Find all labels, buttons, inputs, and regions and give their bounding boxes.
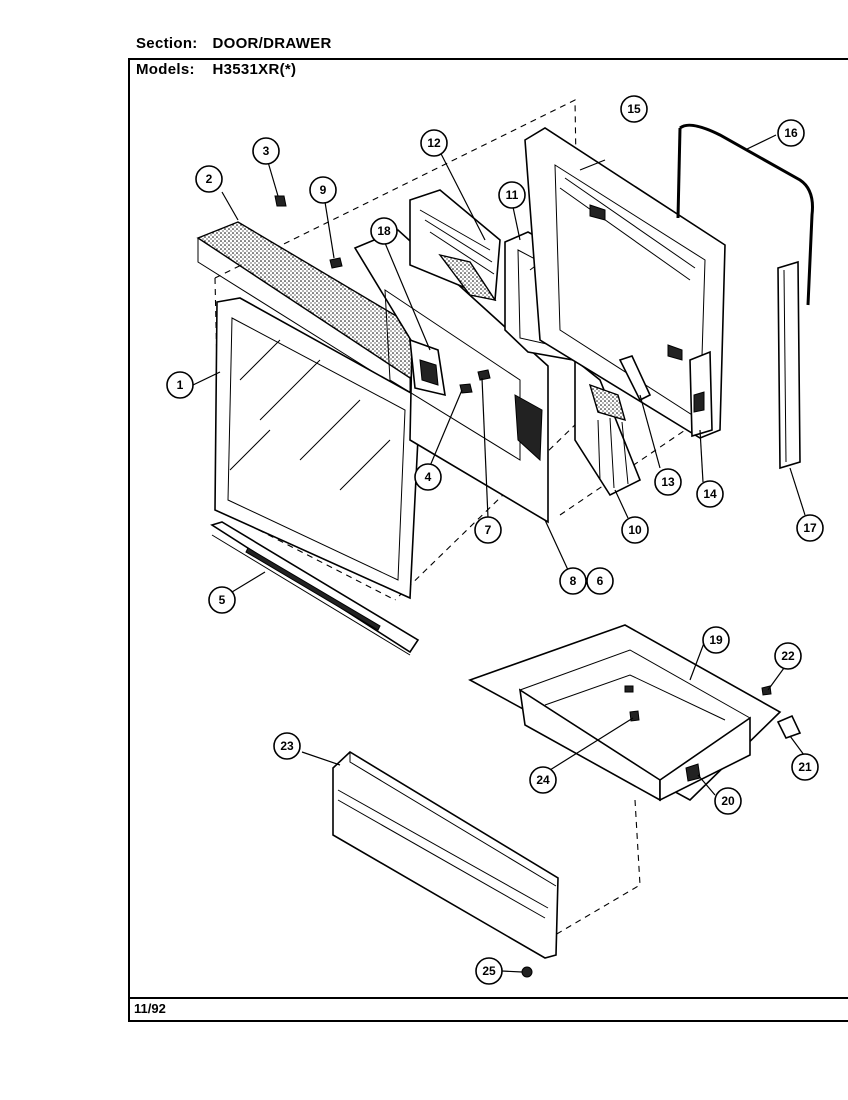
callout-24-number: 24 — [536, 773, 550, 787]
callout-3-number: 3 — [263, 144, 270, 158]
callout-16-number: 16 — [784, 126, 798, 140]
section-value: DOOR/DRAWER — [212, 35, 332, 52]
callout-23: 23 — [273, 732, 301, 760]
callout-13: 13 — [654, 468, 682, 496]
callout-14-number: 14 — [703, 487, 717, 501]
callout-4-number: 4 — [425, 470, 432, 484]
footer-divider — [128, 997, 848, 999]
callout-4: 4 — [414, 463, 442, 491]
callout-21: 21 — [791, 753, 819, 781]
callout-22-number: 22 — [781, 649, 795, 663]
callout-15: 15 — [620, 95, 648, 123]
callout-5: 5 — [208, 586, 236, 614]
outer-door-glass — [214, 297, 421, 600]
callout-22: 22 — [774, 642, 802, 670]
door-gasket-frame — [524, 127, 726, 439]
callout-12: 12 — [420, 129, 448, 157]
models-value: H3531XR(*) — [212, 61, 297, 78]
callout-1: 1 — [166, 371, 194, 399]
callout-12-number: 12 — [427, 136, 441, 150]
callout-20: 20 — [714, 787, 742, 815]
callout-9-number: 9 — [320, 183, 327, 197]
door-insulation — [409, 189, 501, 302]
callout-13-number: 13 — [661, 475, 675, 489]
callout-9: 9 — [309, 176, 337, 204]
callout-8: 8 — [559, 567, 587, 595]
callout-11: 11 — [498, 181, 526, 209]
callout-5-number: 5 — [219, 593, 226, 607]
section-header: Section: DOOR/DRAWER — [136, 35, 332, 52]
callout-19-number: 19 — [709, 633, 723, 647]
callout-10: 10 — [621, 516, 649, 544]
callout-17: 17 — [796, 514, 824, 542]
callout-14: 14 — [696, 480, 724, 508]
callout-2: 2 — [195, 165, 223, 193]
callout-17-number: 17 — [803, 521, 817, 535]
door-side-panel — [777, 260, 801, 470]
callout-18-number: 18 — [377, 224, 391, 238]
diagram-frame — [128, 58, 848, 1022]
callout-16: 16 — [777, 119, 805, 147]
callout-1-number: 1 — [177, 378, 184, 392]
models-label: Models: — [136, 61, 195, 78]
drawer-body — [468, 624, 782, 802]
callout-11-number: 11 — [506, 188, 519, 202]
callout-20-number: 20 — [721, 794, 735, 808]
callout-6: 6 — [586, 567, 614, 595]
callout-15-number: 15 — [627, 102, 641, 116]
drawer-front-panel — [332, 751, 559, 959]
callout-24: 24 — [529, 766, 557, 794]
revision-date: 11/92 — [134, 1001, 166, 1016]
callout-2-number: 2 — [206, 172, 213, 186]
callout-leaders — [192, 134, 806, 973]
drawer-foot — [521, 966, 533, 978]
door-bottom-trim — [210, 521, 420, 656]
models-header: Models: H3531XR(*) — [136, 61, 296, 78]
section-label: Section: — [136, 35, 198, 52]
fasteners — [274, 195, 491, 394]
callout-25: 25 — [475, 957, 503, 985]
callout-7: 7 — [474, 516, 502, 544]
callout-3: 3 — [252, 137, 280, 165]
callout-18: 18 — [370, 217, 398, 245]
door-side-insulation — [574, 358, 642, 497]
callout-25-number: 25 — [482, 964, 496, 978]
callout-19: 19 — [702, 626, 730, 654]
callout-7-number: 7 — [485, 523, 492, 537]
callout-23-number: 23 — [280, 739, 294, 753]
door-seal — [676, 123, 814, 306]
callout-10-number: 10 — [628, 523, 642, 537]
callout-6-number: 6 — [597, 574, 604, 588]
callout-8-number: 8 — [570, 574, 577, 588]
door-side-channel — [618, 350, 713, 438]
callout-21-number: 21 — [798, 760, 812, 774]
